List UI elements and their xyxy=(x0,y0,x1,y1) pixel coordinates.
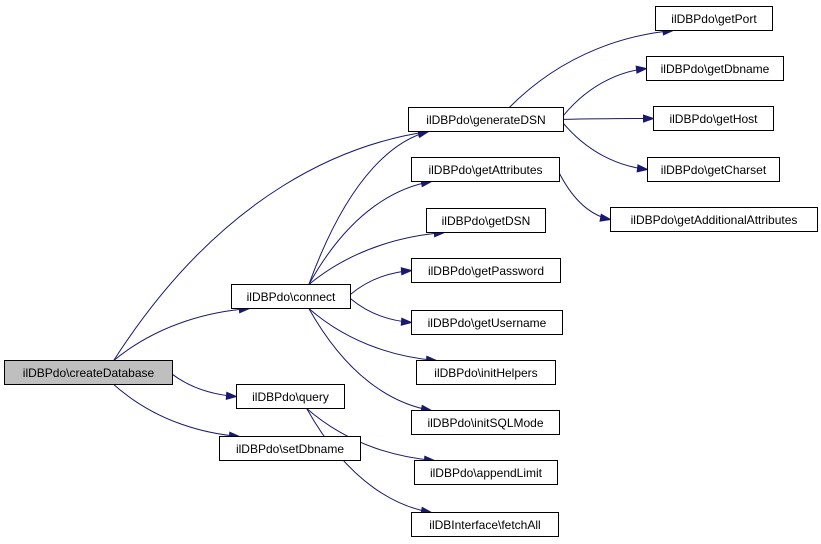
node-getusername[interactable]: ilDBPdo\getUsername xyxy=(411,310,563,335)
node-appendlimit[interactable]: ilDBPdo\appendLimit xyxy=(414,460,558,485)
node-label-getdsn: ilDBPdo\getDSN xyxy=(442,214,531,228)
node-setdbname[interactable]: ilDBPdo\setDbname xyxy=(219,436,361,461)
node-label-getcharset: ilDBPdo\getCharset xyxy=(661,163,767,177)
arrowhead-get-charset xyxy=(636,164,650,173)
edge-query-to-append-limit xyxy=(306,408,435,461)
arrowhead-get-dbname xyxy=(635,65,649,74)
node-label-inithelpers: ilDBPdo\initHelpers xyxy=(434,366,537,380)
node-createdatabase[interactable]: ilDBPdo\createDatabase xyxy=(4,360,173,385)
edge-create-database-to-generate-dsn xyxy=(113,131,429,361)
edge-query-to-fetch-all xyxy=(306,408,432,513)
node-label-getattributes: ilDBPdo\getAttributes xyxy=(428,163,542,177)
node-label-getusername: ilDBPdo\getUsername xyxy=(428,316,547,330)
node-label-gethost: ilDBPdo\getHost xyxy=(669,112,758,126)
node-label-query: ilDBPdo\query xyxy=(252,390,329,404)
edge-generate-dsn-to-get-dbname xyxy=(563,68,647,116)
edge-generate-dsn-to-get-port xyxy=(508,30,674,108)
node-label-initsqlmode: ilDBPdo\initSQLMode xyxy=(427,416,543,430)
arrowhead-get-username xyxy=(400,317,414,326)
edge-generate-dsn-to-get-charset xyxy=(563,123,648,170)
arrowhead-get-password xyxy=(400,267,414,276)
node-label-getport: ilDBPdo\getPort xyxy=(671,12,757,26)
node-label-connect: ilDBPdo\connect xyxy=(247,290,336,304)
arrowhead-get-host xyxy=(642,114,656,123)
edge-create-database-to-set-dbname xyxy=(113,384,240,437)
node-getpassword[interactable]: ilDBPdo\getPassword xyxy=(411,258,561,283)
edge-create-database-to-connect xyxy=(113,308,250,361)
node-fetchall[interactable]: ilDBInterface\fetchAll xyxy=(411,512,559,537)
node-getattributes[interactable]: ilDBPdo\getAttributes xyxy=(411,157,560,182)
edge-connect-to-init-sqlmode xyxy=(308,308,432,411)
node-getadditionalattributes[interactable]: ilDBPdo\getAdditionalAttributes xyxy=(610,207,818,232)
edge-generate-dsn-to-get-host xyxy=(563,118,654,120)
nodes-layer: ilDBPdo\createDatabase ilDBPdo\connect i… xyxy=(4,6,818,537)
node-getcharset[interactable]: ilDBPdo\getCharset xyxy=(647,157,780,182)
node-query[interactable]: ilDBPdo\query xyxy=(236,384,345,409)
node-getdbname[interactable]: ilDBPdo\getDbname xyxy=(646,56,784,81)
edge-connect-to-init-helpers xyxy=(308,308,437,361)
node-gethost[interactable]: ilDBPdo\getHost xyxy=(653,106,774,131)
node-label-generatedsn: ilDBPdo\generateDSN xyxy=(426,113,545,127)
edges-layer xyxy=(113,27,675,515)
node-label-getpassword: ilDBPdo\getPassword xyxy=(428,264,544,278)
edge-connect-to-get-attributes xyxy=(308,181,432,285)
node-label-createdatabase: ilDBPdo\createDatabase xyxy=(23,366,155,380)
node-initsqlmode[interactable]: ilDBPdo\initSQLMode xyxy=(411,410,560,435)
node-inithelpers[interactable]: ilDBPdo\initHelpers xyxy=(416,360,556,385)
edge-connect-to-generate-dsn xyxy=(308,131,429,285)
node-connect[interactable]: ilDBPdo\connect xyxy=(231,284,351,309)
arrowhead-query xyxy=(225,391,239,400)
node-label-getadditionalattributes: ilDBPdo\getAdditionalAttributes xyxy=(631,213,798,227)
node-label-appendlimit: ilDBPdo\appendLimit xyxy=(430,466,543,480)
node-generatedsn[interactable]: ilDBPdo\generateDSN xyxy=(408,107,564,132)
node-label-fetchall: ilDBInterface\fetchAll xyxy=(429,518,540,532)
edge-connect-to-get-dsn xyxy=(308,232,445,285)
node-label-setdbname: ilDBPdo\setDbname xyxy=(236,442,344,456)
edge-get-attributes-to-get-additional-attributes xyxy=(559,173,611,220)
node-getdsn[interactable]: ilDBPdo\getDSN xyxy=(426,208,546,233)
arrowhead-get-additional-attributes xyxy=(599,213,612,222)
node-label-getdbname: ilDBPdo\getDbname xyxy=(661,62,770,76)
node-getport[interactable]: ilDBPdo\getPort xyxy=(655,6,773,31)
